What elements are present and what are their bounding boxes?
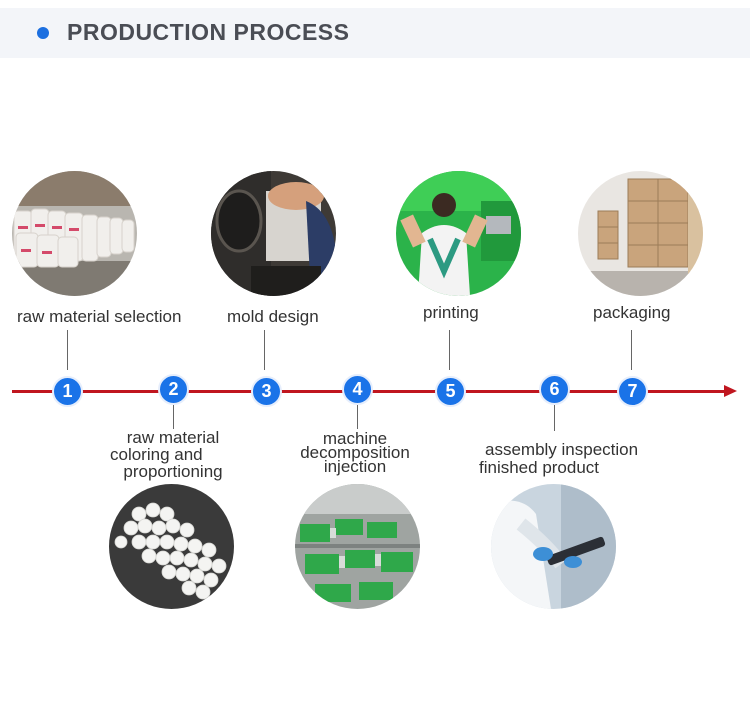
step-2-connector [173,405,174,429]
photo-raw-material-bags [12,171,137,296]
step-5-badge: 5 [435,376,466,407]
bullet-dot-icon [37,27,49,39]
photo-printing [396,171,521,296]
step-4-label-line-3: injection [323,457,387,476]
step-1-badge: 1 [52,376,83,407]
photo-mold-design [211,171,336,296]
step-2-label: raw material coloring and proportioning [108,429,238,480]
step-2-label-line-1: raw material [126,428,220,447]
step-6-label: assembly inspection finished product [479,441,638,477]
step-2-badge: 2 [158,374,189,405]
step-7-badge: 7 [617,376,648,407]
step-7-label: packaging [593,303,671,322]
step-4-connector [357,405,358,429]
timeline-arrow-icon [724,385,737,397]
step-4-label-line-2: decomposition [300,443,410,462]
step-4-label-line-1: machine [322,429,388,448]
photo-packaging-warehouse [578,171,703,296]
step-2-label-line-3: proportioning [123,462,223,481]
photo-plastic-granules [109,484,234,609]
step-7-connector [631,330,632,370]
step-6-badge: 6 [539,374,570,405]
step-2-label-line-2: coloring and [110,445,203,464]
section-header: PRODUCTION PROCESS [0,8,750,58]
step-5-connector [449,330,450,370]
step-3-connector [264,330,265,370]
step-5-label: printing [423,303,479,322]
step-6-label-line-2: finished product [479,458,600,477]
step-1-connector [67,330,68,370]
step-4-label: machine decomposition injection [286,429,424,476]
step-3-label: mold design [227,307,319,326]
step-1-label: raw material selection [17,307,182,326]
photo-injection-machines [295,484,420,609]
step-3-badge: 3 [251,376,282,407]
photo-inspection-tablet [491,484,616,609]
step-6-connector [554,405,555,431]
page-title: PRODUCTION PROCESS [67,19,350,45]
step-6-label-line-1: assembly inspection [485,440,639,459]
step-4-badge: 4 [342,374,373,405]
